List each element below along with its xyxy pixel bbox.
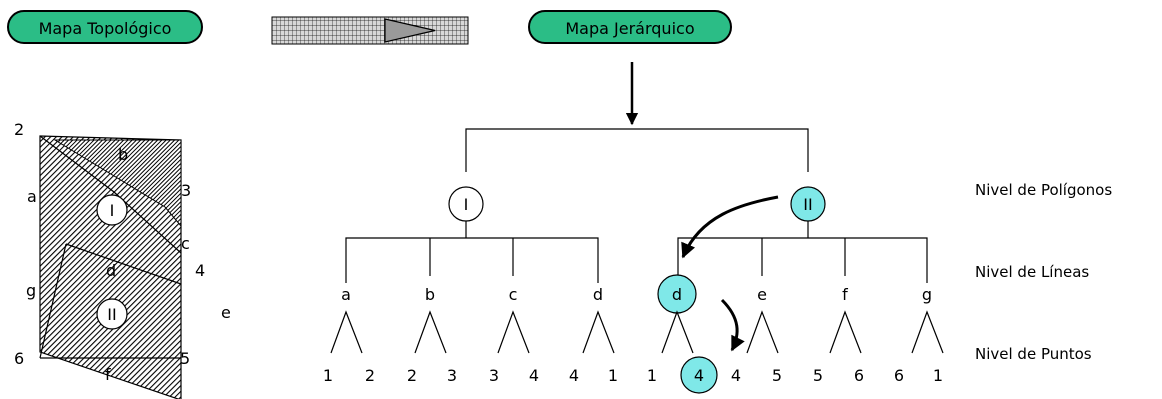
traversal-arrow bbox=[720, 298, 745, 352]
map-vertex-label: 6 bbox=[14, 349, 24, 368]
map-vertex-label: 4 bbox=[195, 261, 205, 280]
map-vertex-label: 3 bbox=[181, 181, 191, 200]
map-edge-label: d bbox=[106, 261, 116, 280]
level-points-label: Nivel de Puntos bbox=[975, 345, 1092, 363]
line-node-label: d bbox=[593, 285, 603, 304]
point-node-label: 4 bbox=[731, 366, 741, 385]
line-node-label: f bbox=[842, 285, 848, 304]
point-node-label: 5 bbox=[813, 366, 823, 385]
map-polygon-label: II bbox=[107, 305, 116, 324]
map-polygon-II-node bbox=[96, 298, 128, 330]
point-node-label: 4 bbox=[529, 366, 539, 385]
line-node-label: g bbox=[922, 285, 932, 304]
map-vertex-label: 2 bbox=[14, 120, 24, 139]
point-node-label: 1 bbox=[608, 366, 618, 385]
point-node-label: 2 bbox=[407, 366, 417, 385]
line-node-label: a bbox=[341, 285, 351, 304]
transform-arrow bbox=[271, 16, 469, 45]
point-node-label: 5 bbox=[772, 366, 782, 385]
topological-map-label: Mapa Topológico bbox=[7, 10, 203, 44]
hierarchy-tree: I II a b c d d e f g bbox=[323, 62, 944, 394]
point-node-label: 4 bbox=[569, 366, 579, 385]
point-node-label: 4 bbox=[694, 366, 704, 385]
level-polygons-label: Nivel de Polígonos bbox=[975, 181, 1113, 199]
line-node-label: c bbox=[509, 285, 518, 304]
line-node-label: d bbox=[672, 285, 682, 304]
point-node-label: 1 bbox=[323, 366, 333, 385]
map-polygon-I-node bbox=[96, 194, 128, 226]
hierarchical-map-label: Mapa Jerárquico bbox=[528, 10, 732, 44]
line-node-label: e bbox=[757, 285, 767, 304]
map-edge-label: e bbox=[221, 303, 231, 322]
traversal-arrow bbox=[681, 195, 779, 259]
map-edge-label: f bbox=[105, 365, 111, 384]
map-polygon-label: I bbox=[110, 201, 115, 220]
map-edge-label: a bbox=[27, 187, 37, 206]
point-node-label: 2 bbox=[365, 366, 375, 385]
level-lines-label: Nivel de Líneas bbox=[975, 263, 1090, 281]
polygon-node-label: I bbox=[464, 195, 469, 214]
point-node-label: 6 bbox=[894, 366, 904, 385]
map-vertex-label: 5 bbox=[180, 349, 190, 368]
point-node-4-highlight bbox=[680, 356, 718, 394]
line-node-label: b bbox=[425, 285, 435, 304]
polygon-node-label: II bbox=[803, 195, 812, 214]
point-node-label: 1 bbox=[933, 366, 943, 385]
point-node-label: 1 bbox=[647, 366, 657, 385]
point-node-label: 3 bbox=[489, 366, 499, 385]
map-edge-label: g bbox=[26, 281, 36, 300]
topological-map: I II 2 3 c 4 5 6 a b d e f g bbox=[14, 120, 231, 399]
map-vertex-label: c bbox=[181, 234, 190, 253]
point-node-label: 6 bbox=[854, 366, 864, 385]
map-edge-label: b bbox=[118, 145, 128, 164]
point-node-label: 3 bbox=[447, 366, 457, 385]
